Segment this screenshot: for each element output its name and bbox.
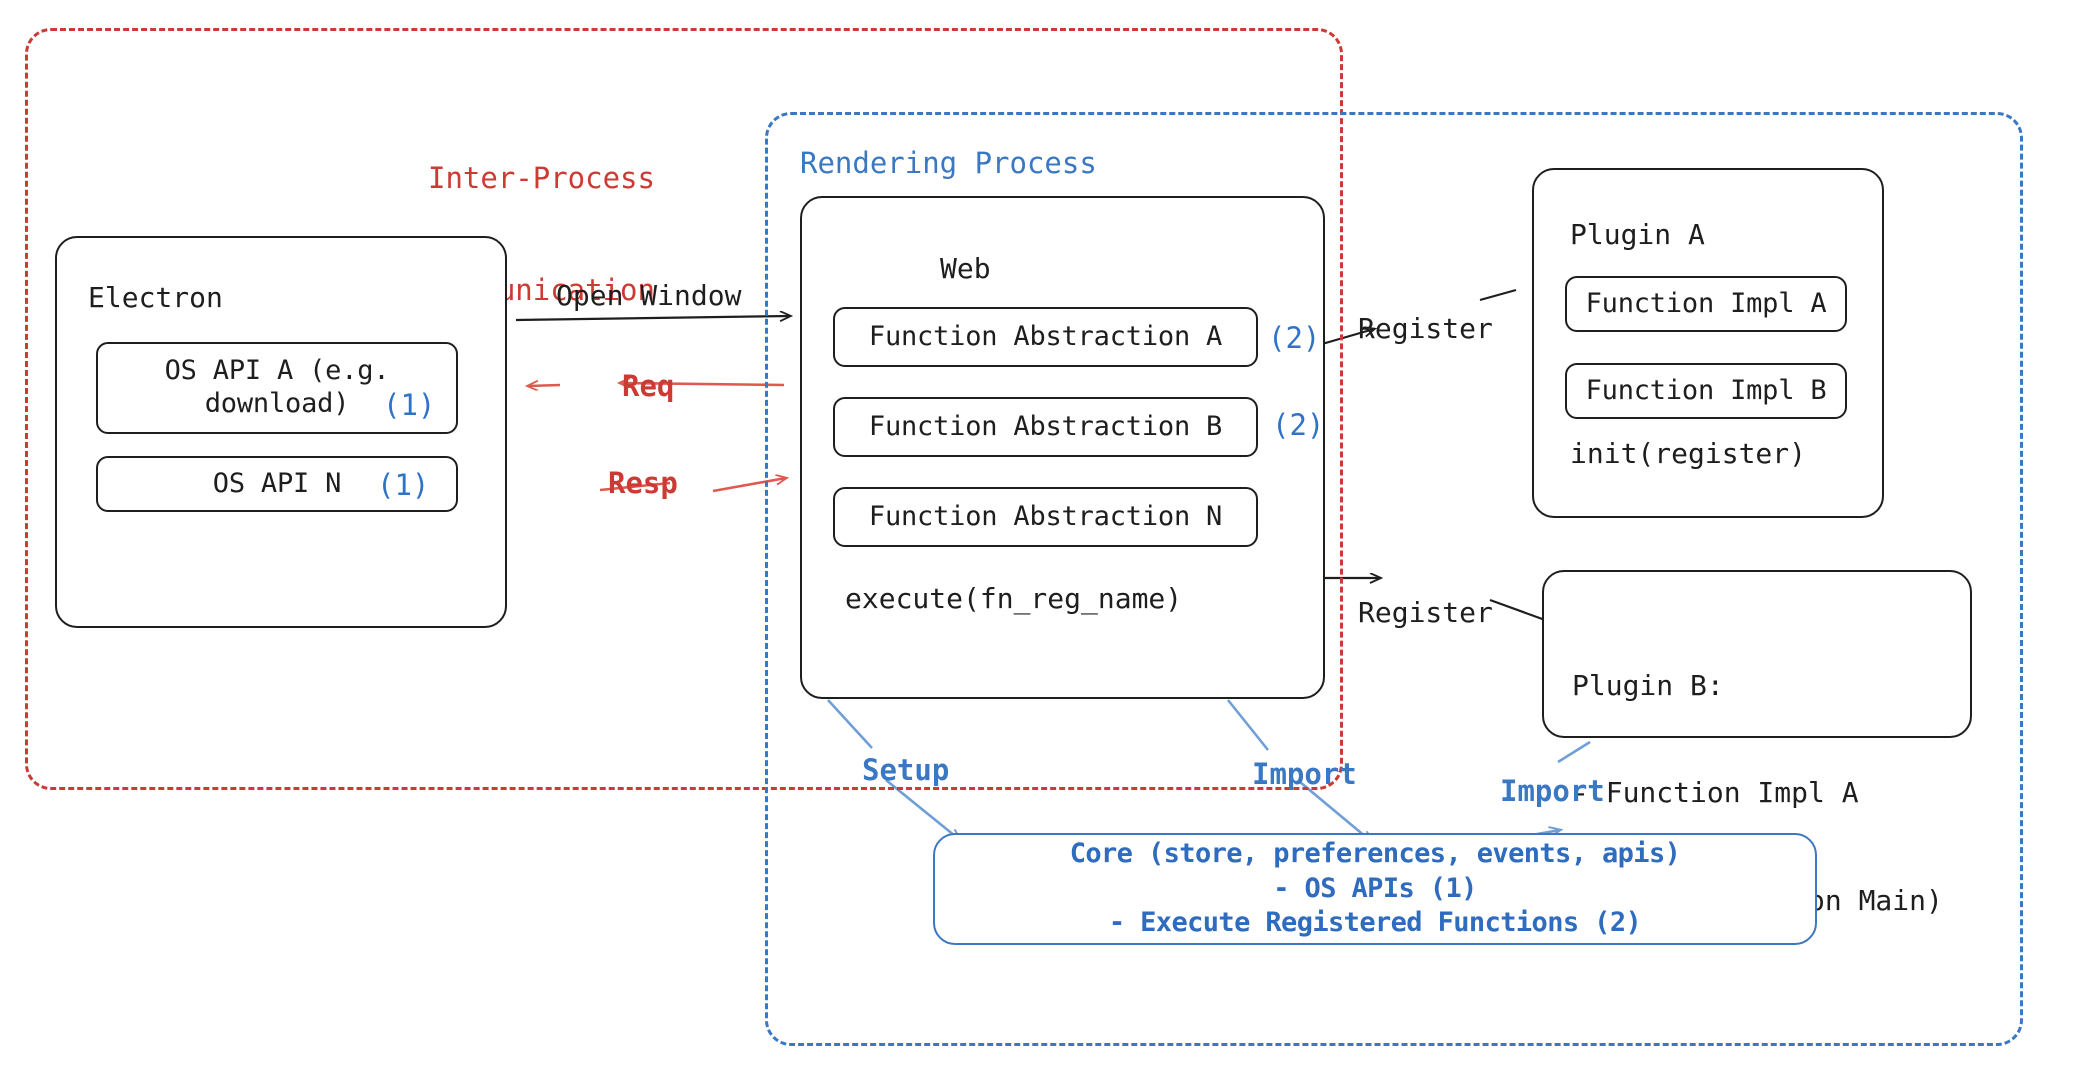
os-api-n-label: OS API N <box>212 467 342 499</box>
core-line-2: - OS APIs (1) <box>1273 872 1477 904</box>
os-api-a-pill[interactable]: OS API A (e.g.download) <box>96 342 458 434</box>
edge-label-open-window: Open Window <box>556 279 742 312</box>
function-abstraction-n-pill[interactable]: Function Abstraction N <box>833 487 1258 547</box>
electron-title: Electron <box>88 281 223 314</box>
function-abstraction-a-pill[interactable]: Function Abstraction A <box>833 307 1258 367</box>
function-abstraction-a-marker: (2) <box>1268 321 1321 355</box>
edge-label-import-web: Import <box>1252 757 1357 791</box>
function-abstraction-b-marker: (2) <box>1272 408 1325 442</box>
edge-label-resp: Resp <box>608 466 678 500</box>
plugin-a-init-note: init(register) <box>1570 437 1807 470</box>
plugin-a-box[interactable] <box>1532 168 1884 518</box>
function-impl-b-pill[interactable]: Function Impl B <box>1565 363 1847 419</box>
group-rendering-process <box>765 112 2023 1046</box>
edge-label-req: Req <box>622 369 675 403</box>
plugin-b-box[interactable] <box>1542 570 1972 738</box>
web-title: Web <box>940 252 991 285</box>
os-api-a-marker: (1) <box>383 388 436 422</box>
edge-label-import-plugin-b: Import <box>1500 774 1605 808</box>
plugin-b-title: Plugin B: <box>1572 668 1724 702</box>
function-abstraction-b-pill[interactable]: Function Abstraction B <box>833 397 1258 457</box>
core-line-1: Core (store, preferences, events, apis) <box>1069 838 1681 870</box>
os-api-n-marker: (1) <box>377 468 430 502</box>
function-impl-a-pill[interactable]: Function Impl A <box>1565 276 1847 332</box>
os-api-a-label: OS API A (e.g.download) <box>164 355 390 419</box>
plugin-a-title: Plugin A <box>1570 218 1705 251</box>
function-abstraction-a-label: Function Abstraction A <box>868 320 1223 352</box>
os-api-n-pill[interactable]: OS API N <box>96 456 458 512</box>
function-abstraction-b-label: Function Abstraction B <box>868 410 1223 442</box>
function-impl-a-label: Function Impl A <box>1585 287 1827 319</box>
core-line-3: - Execute Registered Functions (2) <box>1108 907 1642 939</box>
function-abstraction-n-label: Function Abstraction N <box>868 500 1223 532</box>
plugin-b-line-1: - Function Impl A <box>1572 776 1859 810</box>
group-inter-process-communication <box>25 28 1343 790</box>
edge-label-register-top: Register <box>1358 312 1493 345</box>
rendering-process-label: Rendering Process <box>800 146 1097 180</box>
edge-label-register-bottom: Register <box>1358 596 1493 629</box>
function-impl-b-label: Function Impl B <box>1585 374 1827 406</box>
core-box[interactable]: Core (store, preferences, events, apis) … <box>933 833 1817 945</box>
edge-label-setup: Setup <box>862 753 950 787</box>
web-execute-note: execute(fn_reg_name) <box>845 582 1183 615</box>
